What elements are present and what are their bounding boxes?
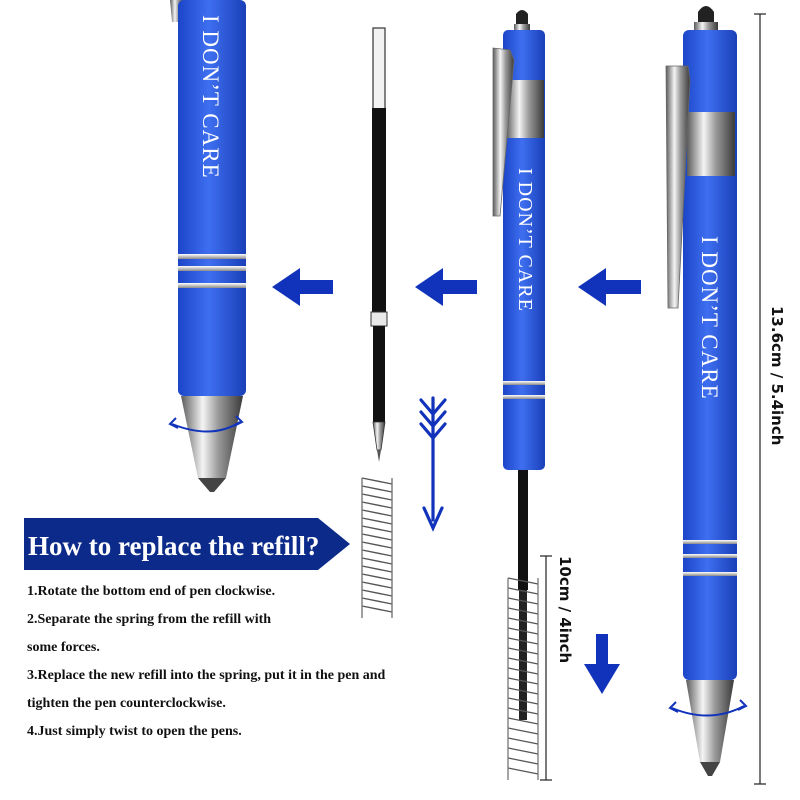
pen-right-clip xyxy=(665,65,691,309)
pen-right-tip xyxy=(686,680,734,762)
pen-left-label: I DON’T CARE xyxy=(198,15,223,179)
instruction-step: 3.Replace the new refill into the spring… xyxy=(27,668,386,683)
down-arrow-icon xyxy=(419,396,447,532)
pen-left-tip xyxy=(181,396,243,478)
pen-right-body xyxy=(683,30,737,680)
pen-right-label: I DON’T CARE xyxy=(697,236,722,400)
instruction-step: tighten the pen counterclockwise. xyxy=(27,696,226,711)
refill-dimension xyxy=(540,555,552,781)
instruction-step: 2.Separate the spring from the refill wi… xyxy=(27,612,272,627)
pen-middle: I DON’T CARE xyxy=(492,10,545,780)
instruction-steps: 1.Rotate the bottom end of pen clockwise… xyxy=(27,578,477,746)
instruction-step: some forces. xyxy=(27,640,100,655)
left-arrow-icon xyxy=(415,268,477,306)
instruction-step: 4.Just simply twist to open the pens. xyxy=(27,724,242,739)
pen-length-label: 13.6cm / 5.4inch xyxy=(768,306,786,445)
pen-middle-body xyxy=(503,30,545,470)
refill-length-label: 10cm / 4inch xyxy=(556,556,574,663)
pen-dimension xyxy=(754,13,766,785)
rotate-arrow-icon xyxy=(668,699,748,717)
pen-right: I DON’T CARE xyxy=(665,6,748,776)
spring xyxy=(361,477,393,618)
rotate-arrow-icon xyxy=(168,415,244,433)
left-arrow-icon xyxy=(272,268,333,306)
pen-left: I DON’T CARE xyxy=(168,0,246,492)
left-arrow-icon xyxy=(578,268,641,306)
instruction-step: 1.Rotate the bottom end of pen clockwise… xyxy=(27,584,276,599)
refill xyxy=(370,27,388,462)
down-arrow-icon xyxy=(584,634,620,694)
spring xyxy=(507,577,539,780)
pen-middle-label: I DON’T CARE xyxy=(514,168,536,312)
pen-middle-clip xyxy=(492,47,515,217)
instructions-title: How to replace the refill? xyxy=(28,531,320,561)
pen-left-body xyxy=(178,0,246,396)
